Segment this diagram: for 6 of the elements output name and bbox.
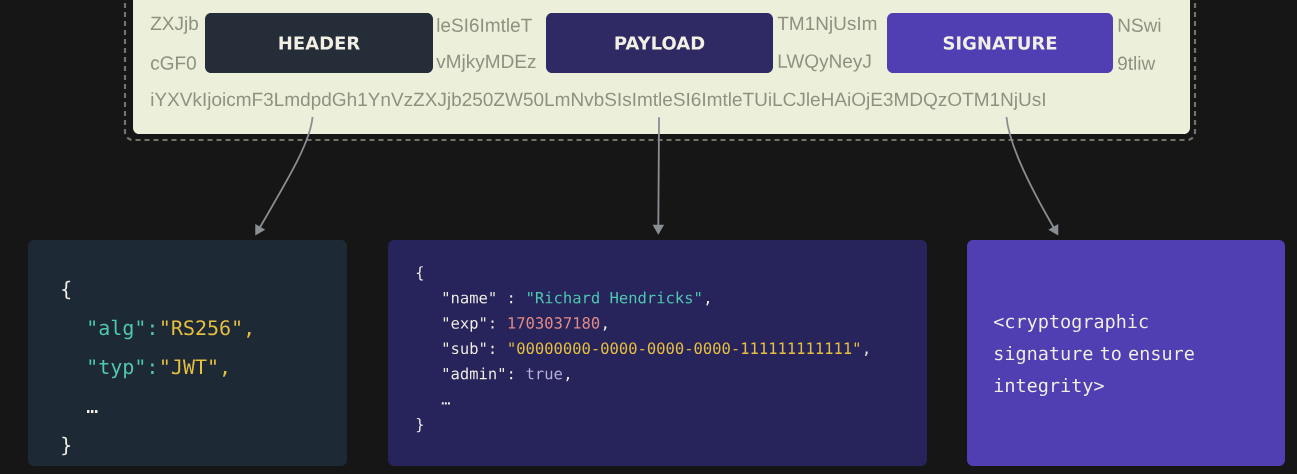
section-box: PAYLOAD xyxy=(546,13,773,73)
code-panel: { "alg": "RS256", "typ": "JWT", … } xyxy=(28,240,347,466)
code-panel: { "name" : "Richard Hendricks" , "exp": 1703037180 , "sub": "00000000-0000-0000-0000-111111111111" , "admin": true , … } xyxy=(388,240,927,466)
section-box: SIGNATURE xyxy=(887,13,1113,73)
code-panel: <cryptographic signature to ensure integrity> xyxy=(967,240,1285,466)
section-box: HEADER xyxy=(205,13,433,73)
